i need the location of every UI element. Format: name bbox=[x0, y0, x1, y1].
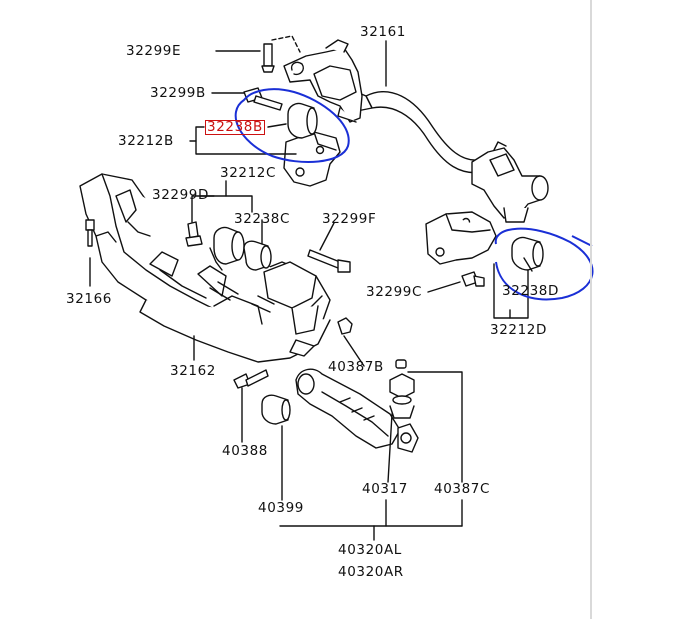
bracket-32212b bbox=[283, 131, 341, 187]
label-32212c: 32212C bbox=[220, 165, 276, 181]
bushing-32238d bbox=[511, 236, 544, 271]
label-32212b: 32212B bbox=[118, 133, 174, 149]
page-edge bbox=[590, 0, 592, 619]
annotation-circle-tail bbox=[571, 235, 593, 247]
bolts bbox=[85, 43, 485, 389]
label-32238c: 32238C bbox=[234, 211, 290, 227]
label-32299f: 32299F bbox=[322, 211, 377, 227]
label-40387b: 40387B bbox=[328, 359, 384, 375]
annotation-circle-left bbox=[234, 88, 350, 163]
label-32238b-highlighted: 32238B bbox=[205, 119, 265, 135]
stabilizer-bar-32161 bbox=[283, 39, 549, 223]
label-32212d: 32212D bbox=[490, 322, 547, 338]
label-32299e: 32299E bbox=[126, 43, 182, 59]
label-40387c: 40387C bbox=[434, 481, 490, 497]
lower-arm-40317 bbox=[261, 359, 419, 453]
label-32299b: 32299B bbox=[150, 85, 206, 101]
label-32162: 32162 bbox=[170, 363, 216, 379]
label-32238d: 32238D bbox=[502, 283, 559, 299]
annotation-circle-right bbox=[494, 227, 594, 301]
label-40388: 40388 bbox=[222, 443, 268, 459]
annotation-circles bbox=[234, 88, 594, 301]
crossmember-32162 bbox=[79, 173, 331, 363]
label-40320al: 40320AL bbox=[338, 542, 402, 558]
label-40320ar: 40320AR bbox=[338, 564, 404, 580]
label-40317: 40317 bbox=[362, 481, 408, 497]
label-32166: 32166 bbox=[66, 291, 112, 307]
label-32161: 32161 bbox=[360, 24, 406, 40]
label-32299c: 32299C bbox=[366, 284, 422, 300]
label-40399: 40399 bbox=[258, 500, 304, 516]
bushing-32238b bbox=[287, 102, 318, 139]
leader-lines bbox=[89, 40, 533, 541]
label-32299d: 32299D bbox=[152, 187, 209, 203]
bushing-32238c bbox=[209, 226, 272, 271]
bracket-32212d bbox=[425, 211, 497, 265]
